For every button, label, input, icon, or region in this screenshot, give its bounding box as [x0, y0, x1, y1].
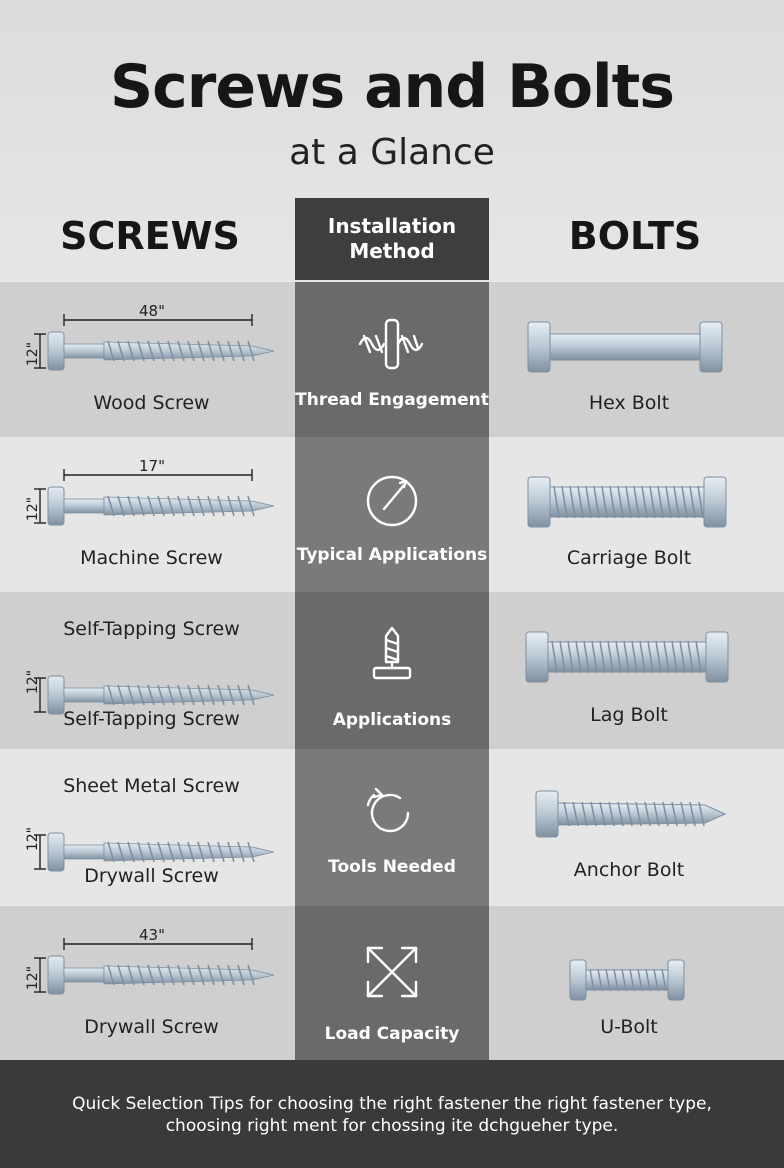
rotate-icon	[354, 781, 430, 849]
method-label: Thread Engagement	[295, 390, 489, 410]
screw-name: Machine Screw	[80, 547, 223, 569]
compass-icon	[354, 469, 430, 537]
method-cell	[295, 592, 489, 749]
method-label: Load Capacity	[324, 1024, 460, 1044]
comparison-row: 43" 12" Drywall Screw Load Capacity U-Bo…	[0, 906, 784, 1060]
screw-name: Wood Screw	[93, 392, 210, 414]
screw-diameter-label: 12"	[25, 341, 41, 367]
screw-diameter-label: 12"	[25, 965, 41, 991]
screw-length-label: 17"	[139, 457, 165, 475]
method-label: Tools Needed	[328, 857, 456, 877]
method-cell	[295, 282, 489, 437]
screw-diameter-label: 12"	[25, 669, 41, 695]
bolt-name: Carriage Bolt	[566, 547, 692, 569]
screw-name: Drywall Screw	[84, 865, 219, 887]
method-cell	[295, 906, 489, 1060]
screw-tool-icon	[354, 624, 430, 692]
footer-line-2: choosing right ment for chossing ite dch…	[165, 1116, 619, 1136]
method-label: Typical Applications	[296, 545, 488, 565]
screw-length-label: 48"	[139, 302, 165, 320]
method-label: Applications	[332, 710, 452, 730]
screw-top-label: Self-Tapping Screw	[63, 618, 240, 640]
comparison-row: Self-Tapping Screw 12" Self-Tapping Scre…	[0, 592, 784, 749]
comparison-row: Sheet Metal Screw 12" Drywall Screw Tool…	[0, 749, 784, 906]
screw-cell	[0, 592, 295, 749]
bolt-illustration	[520, 622, 740, 696]
comparison-row: 48" 12" Wood Screw Thread Engagement Hex…	[0, 282, 784, 437]
screw-diameter-label: 12"	[25, 496, 41, 522]
bolt-illustration	[520, 312, 740, 386]
bolt-name: Anchor Bolt	[573, 859, 685, 881]
bolt-name: Lag Bolt	[590, 704, 668, 726]
comparison-row: 17" 12" Machine Screw Typical Applicatio…	[0, 437, 784, 592]
screw-illustration	[2, 799, 282, 883]
method-cell	[295, 437, 489, 592]
bolt-name: Hex Bolt	[588, 392, 670, 414]
footer-line-1: Quick Selection Tips for choosing the ri…	[72, 1094, 712, 1114]
screw-name: Drywall Screw	[84, 1016, 219, 1038]
screw-illustration	[2, 642, 282, 726]
screw-illustration	[2, 298, 282, 382]
method-cell	[295, 749, 489, 906]
thread-engagement-icon	[354, 314, 430, 382]
bolt-illustration	[520, 467, 740, 541]
screw-illustration	[2, 922, 282, 1006]
bolt-name: U-Bolt	[600, 1016, 658, 1038]
screw-name: Self-Tapping Screw	[63, 708, 240, 730]
footer-tips: Quick Selection Tips for choosing the ri…	[0, 1060, 784, 1168]
bolt-illustration	[520, 944, 740, 1018]
screw-length-label: 43"	[139, 926, 165, 944]
cross-arrows-icon	[354, 938, 430, 1006]
bolt-illustration	[520, 779, 740, 853]
screw-cell	[0, 749, 295, 906]
screws-column-header: SCREWS	[60, 214, 240, 258]
screw-top-label: Sheet Metal Screw	[63, 775, 240, 797]
screw-illustration	[2, 453, 282, 537]
bolts-column-header: BOLTS	[568, 214, 702, 258]
page-title: Screws and Bolts	[109, 52, 675, 122]
screw-diameter-label: 12"	[25, 826, 41, 852]
page-subtitle: at a Glance	[289, 132, 495, 173]
